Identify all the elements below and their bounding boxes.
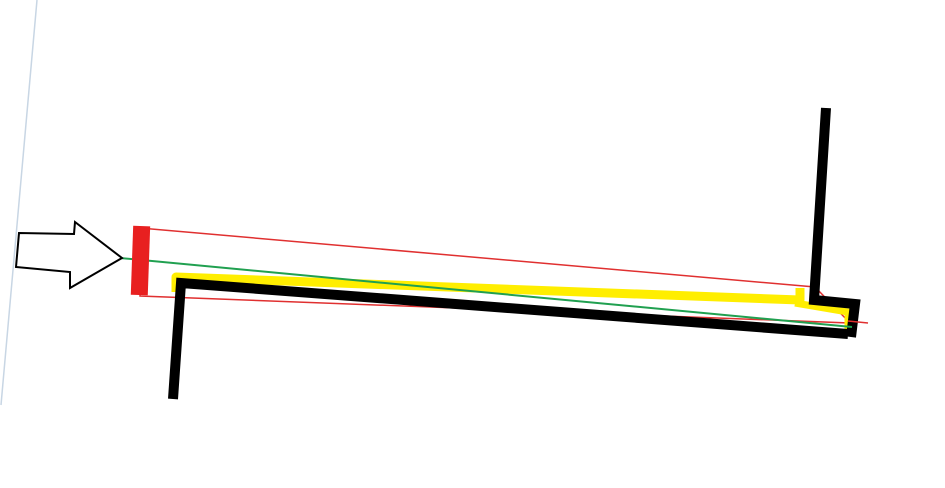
green-ray (119, 257, 853, 328)
right-arrow-icon (14, 220, 124, 290)
left-edge-line (0, 0, 38, 406)
left-wall (168, 277, 849, 400)
red-marker (130, 225, 151, 296)
red-tail-line (847, 320, 869, 324)
right-wall (808, 107, 861, 338)
